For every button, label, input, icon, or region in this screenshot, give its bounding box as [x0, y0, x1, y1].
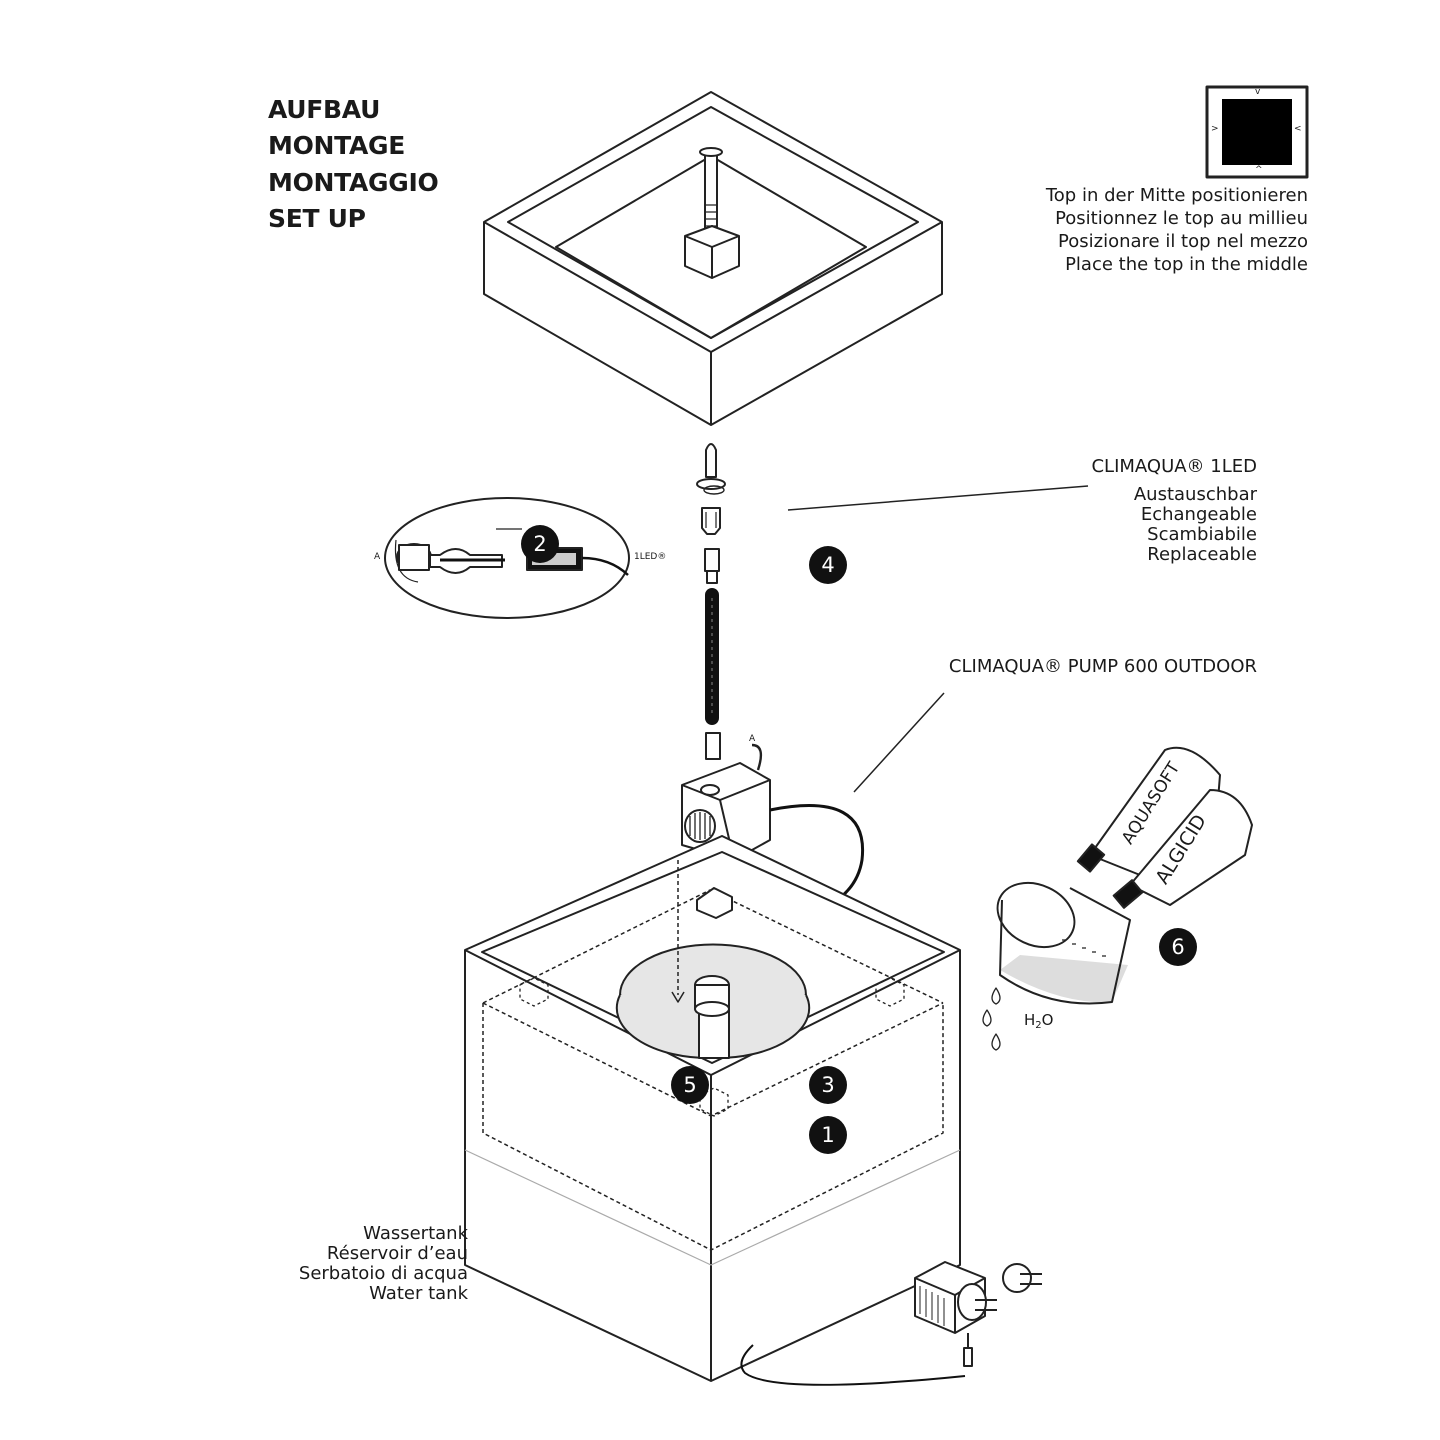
tank-line-2: Réservoir d’eau [326, 1243, 468, 1264]
detail-label-led: 1LED® [634, 552, 667, 562]
pump [681, 732, 865, 971]
water-drops [982, 987, 1001, 1051]
step-1-badge: 1 [809, 1116, 847, 1154]
tank-line-1: Wassertank [363, 1223, 468, 1244]
water-tank [464, 835, 966, 1386]
top-note-line-3: Posizionare il top nel mezzo [1058, 231, 1308, 252]
top-note-line-2: Positionnez le top au millieu [1055, 208, 1308, 229]
title-line-3: MONTAGGIO [268, 168, 439, 197]
led-line-4: Replaceable [1147, 544, 1257, 565]
power-adapter [914, 1261, 1042, 1367]
step-4-badge: 4 [809, 546, 847, 584]
led-line-2: Echangeable [1140, 504, 1257, 525]
bottles [1076, 746, 1253, 909]
pump-label-a: A [749, 734, 756, 744]
measuring-cup [996, 881, 1131, 1005]
detail-label-a: A [374, 552, 381, 562]
led-name: CLIMAQUA® 1LED [1091, 456, 1257, 477]
mark-left: > [1211, 124, 1219, 134]
pump-leader-line [853, 692, 945, 793]
step-2-badge: 2 [521, 525, 559, 563]
step-6-badge: 6 [1159, 928, 1197, 966]
mark-right: < [1294, 124, 1302, 134]
step-5-badge: 5 [671, 1066, 709, 1104]
top-note-line-4: Place the top in the middle [1065, 254, 1308, 275]
top-placement-icon [1205, 85, 1309, 179]
tank-line-3: Serbatoio di acqua [298, 1263, 468, 1284]
h2o-label: H2O [1024, 1011, 1054, 1031]
led-leader-line [787, 485, 1089, 511]
led-line-1: Austauschbar [1133, 484, 1257, 505]
mark-bottom: ^ [1255, 165, 1263, 175]
pump-name: CLIMAQUA® PUMP 600 OUTDOOR [948, 656, 1257, 677]
top-tray [483, 91, 943, 426]
connector-detail [384, 497, 630, 619]
led-line-3: Scambiabile [1147, 524, 1257, 545]
title-line-4: SET UP [268, 204, 366, 233]
top-note-line-1: Top in der Mitte positionieren [1045, 185, 1308, 206]
title-line-2: MONTAGE [268, 131, 406, 160]
mark-top: v [1255, 87, 1261, 97]
step-3-badge: 3 [809, 1066, 847, 1104]
led-parts [696, 443, 726, 584]
title-line-1: AUFBAU [268, 95, 381, 124]
tank-line-4: Water tank [369, 1283, 468, 1304]
